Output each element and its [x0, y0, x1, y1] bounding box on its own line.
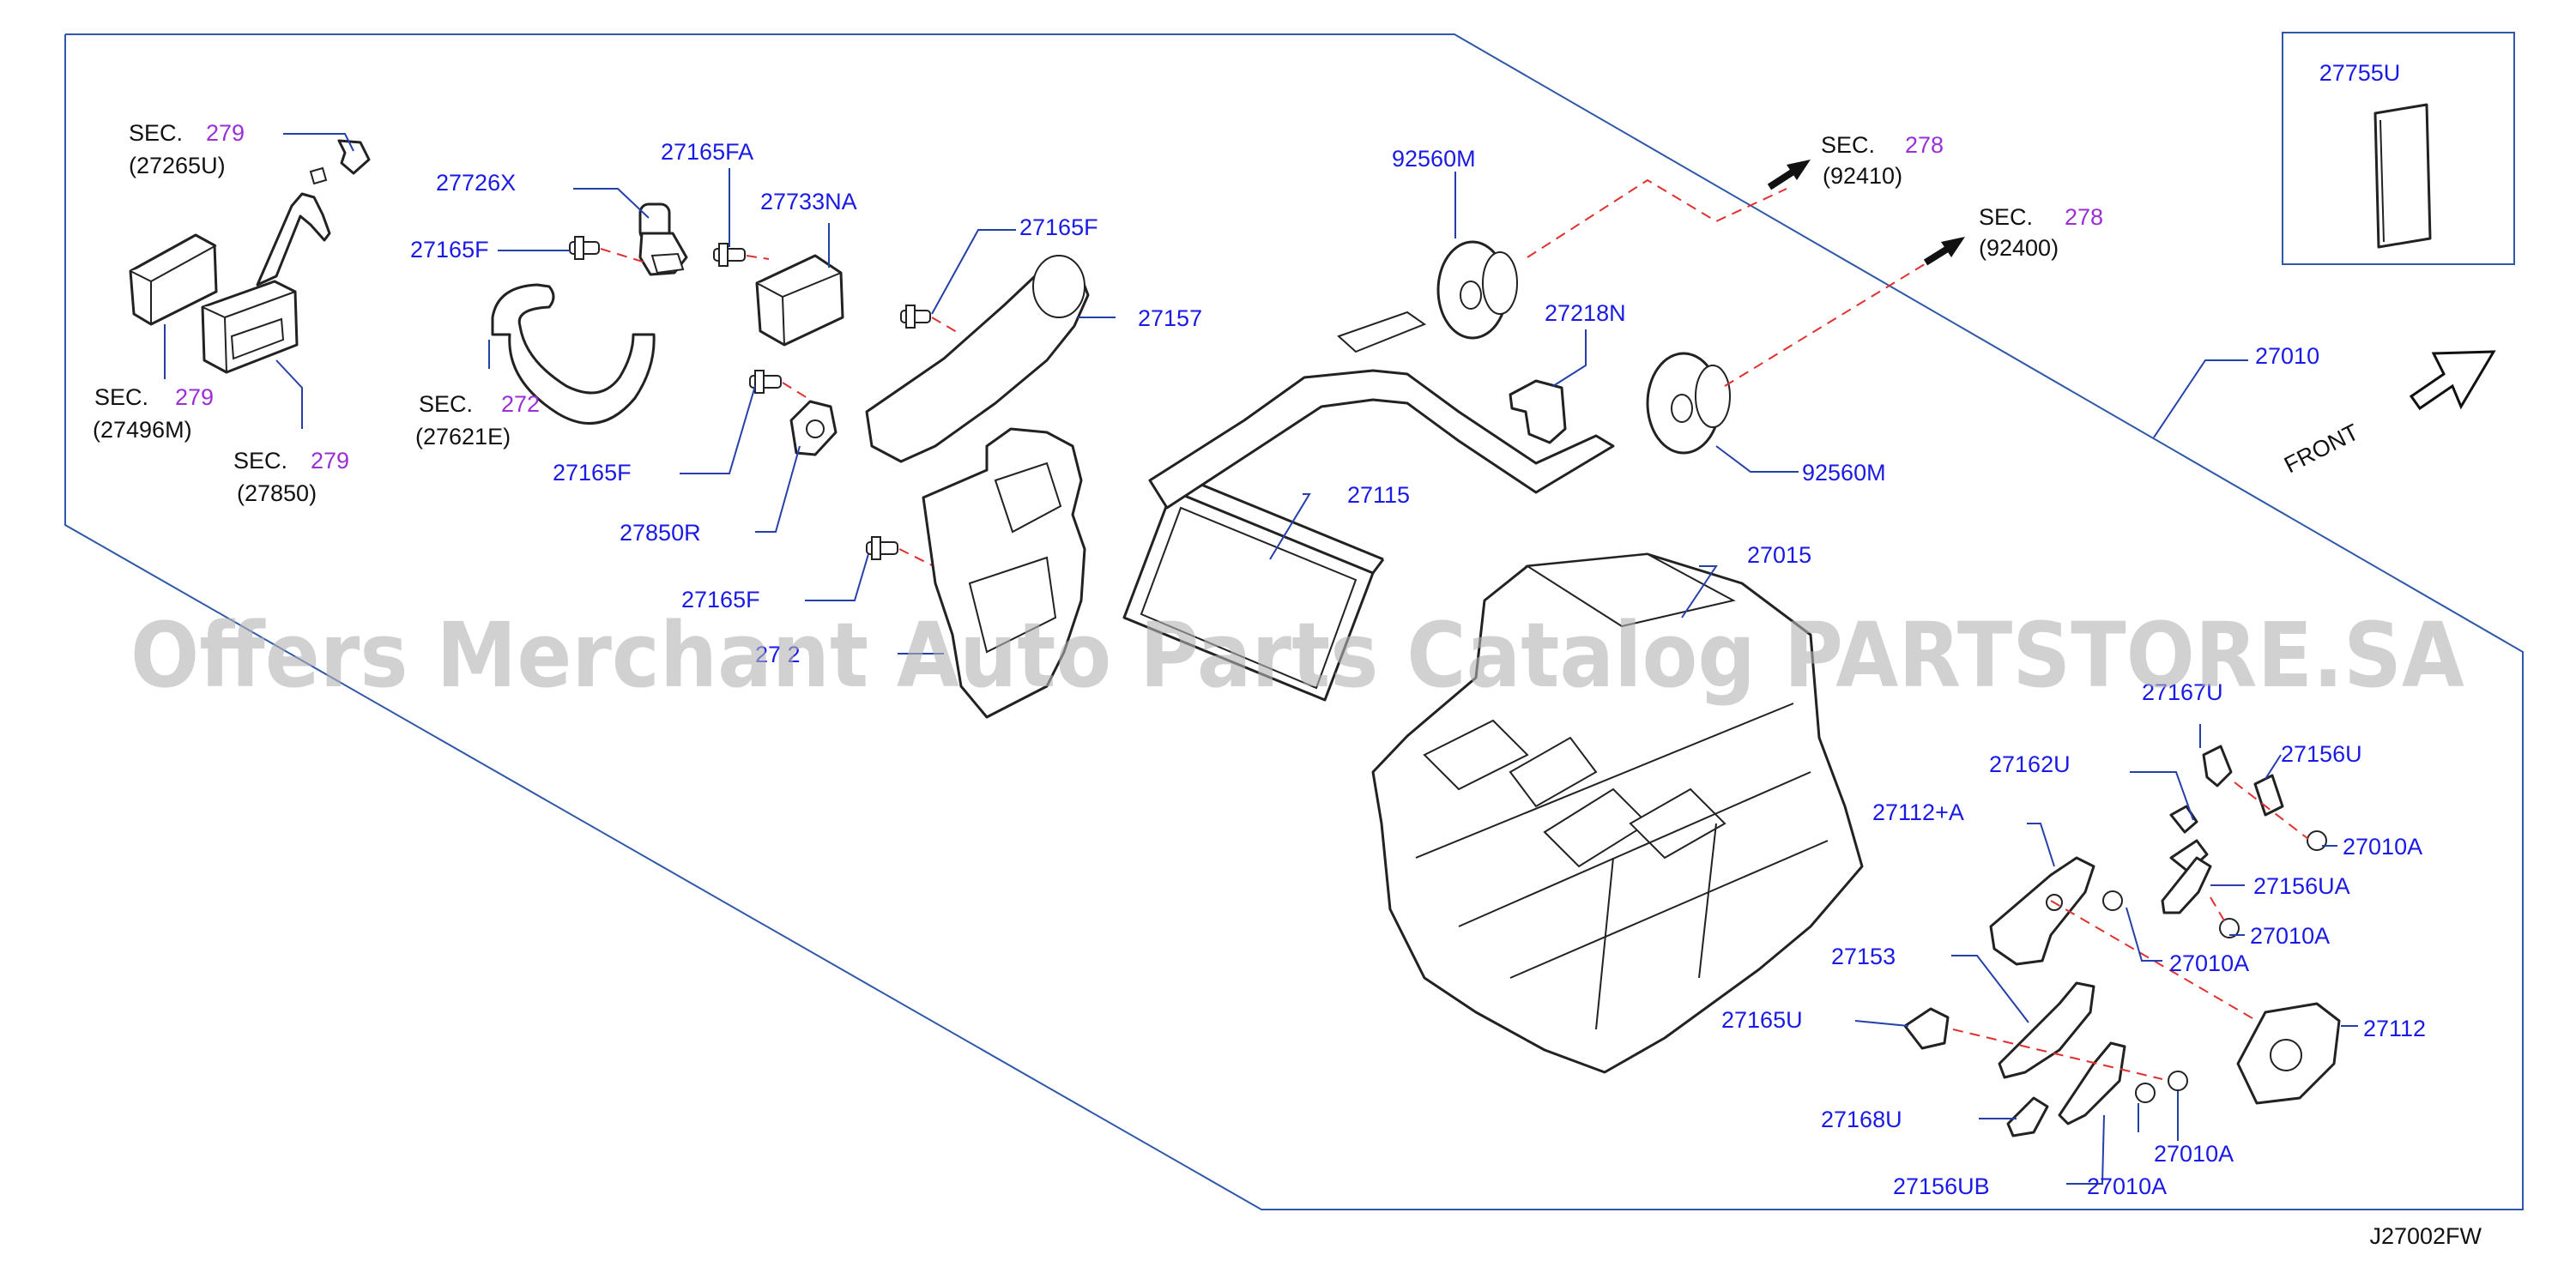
watermark: Offers Merchant Auto Parts Catalog PARTS…: [130, 603, 2464, 708]
callout-92560m-a: 92560M: [1392, 146, 1476, 172]
duct-27157-part: [865, 262, 1090, 463]
svg-text:(92400): (92400): [1979, 235, 2059, 261]
callout-27112: 27112: [2363, 1016, 2426, 1041]
section-ref-279-b: SEC. 279 (27496M): [93, 384, 214, 443]
svg-text:SEC.: SEC.: [129, 120, 183, 146]
callout-27168u: 27168U: [1821, 1107, 1902, 1132]
lever-27168u-part: [2006, 1096, 2049, 1137]
callout-27162u: 27162U: [1989, 751, 2071, 777]
screw-27165f-c-part: [866, 536, 898, 560]
callout-27010a-b: 27010A: [2250, 923, 2330, 949]
cap-27850r-part: [789, 400, 838, 456]
front-arrow-icon: [2409, 350, 2496, 411]
inset-box-27755u: [2282, 32, 2515, 265]
bracket-27265u-part: [256, 139, 371, 287]
svg-text:278: 278: [1905, 132, 1944, 158]
screw-27165fa-part: [713, 243, 746, 267]
svg-text:(27496M): (27496M): [93, 417, 192, 443]
clip-27218n-part: [1509, 379, 1567, 444]
section-ref-279-a: SEC. 279 (27265U): [129, 120, 245, 178]
grommet-92560m-b-part: [1646, 352, 1731, 455]
svg-text:272: 272: [501, 391, 540, 417]
svg-text:SEC.: SEC.: [233, 448, 287, 474]
callout-27726x: 27726X: [436, 170, 516, 196]
svg-text:279: 279: [311, 448, 349, 474]
callout-27165f-d: 27165F: [681, 587, 760, 612]
svg-text:279: 279: [175, 384, 214, 410]
callout-27156u: 27156U: [2281, 741, 2362, 767]
arm-27153-part: [1998, 981, 2095, 1079]
svg-text:SEC.: SEC.: [1979, 204, 2033, 230]
filter-27755u-part: [2373, 103, 2432, 249]
callout-27153: 27153: [1831, 944, 1896, 969]
callout-27010a-a: 27010A: [2343, 834, 2422, 860]
section-ref-278-b: SEC. 278 (92400): [1979, 204, 2103, 261]
arrow-sec278-a-icon: [1767, 160, 1811, 190]
module-27496m-part: [129, 233, 218, 326]
callout-27167u: 27167U: [2142, 679, 2223, 705]
lever-27156ub-part: [2058, 1041, 2126, 1125]
svg-text:SEC.: SEC.: [419, 391, 473, 417]
lever-27156ua-part: [2161, 856, 2212, 914]
callout-27165f-b: 27165F: [1019, 214, 1098, 240]
section-ref-278-a: SEC. 278 (92410): [1821, 132, 1944, 189]
callout-27015: 27015: [1747, 542, 1811, 568]
callout-27165f-c: 27165F: [553, 460, 632, 486]
svg-text:(92410): (92410): [1823, 163, 1902, 189]
callout-27733na: 27733NA: [760, 189, 857, 214]
lever-27167u-part: [2202, 745, 2233, 787]
callout-27156ub: 27156UB: [1893, 1173, 1990, 1199]
module-27850-part: [201, 280, 299, 374]
gear-27112-part: [2236, 1002, 2341, 1105]
svg-text:278: 278: [2065, 204, 2103, 230]
svg-text:SEC.: SEC.: [1821, 132, 1875, 158]
callout-27165fa: 27165FA: [661, 139, 753, 165]
callout-27218n: 27218N: [1545, 300, 1626, 326]
callout-92560m-b: 92560M: [1802, 460, 1886, 486]
arrow-sec278-b-icon: [1923, 237, 1965, 266]
callout-27755u: 27755U: [2319, 60, 2401, 86]
heater-case-27015-part: [1371, 552, 1864, 1074]
heater-pipes-part: [1148, 369, 1615, 510]
screw-27165f-a-part: [569, 236, 600, 260]
svg-text:(27621E): (27621E): [415, 424, 511, 449]
screw-27010a-c-part: [2102, 890, 2123, 911]
callout-27112a: 27112+A: [1872, 799, 1964, 825]
screw-27010a-e-part: [2135, 1083, 2156, 1103]
diagram-code: J27002FW: [2369, 1223, 2482, 1249]
callout-27010a-c: 27010A: [2169, 950, 2249, 976]
callout-27156ua: 27156UA: [2253, 873, 2350, 899]
section-ref-272: SEC. 272 (27621E): [415, 391, 540, 449]
callout-27010a-e: 27010A: [2087, 1173, 2167, 1199]
actuator-27733na-part: [755, 254, 844, 347]
callout-partial: 27 2: [755, 642, 801, 667]
assembly-frame: [64, 33, 2524, 1210]
callout-27165f-a: 27165F: [410, 237, 489, 262]
screw-27165f-d-part: [900, 305, 931, 329]
svg-text:279: 279: [206, 120, 245, 146]
front-label: FRONT: [2280, 419, 2362, 478]
svg-text:(27265U): (27265U): [129, 153, 226, 178]
sensor-27726x-part: [638, 202, 688, 276]
hose-27621e-part: [491, 283, 656, 425]
callout-27850r: 27850R: [620, 520, 701, 546]
screw-27010a-a-part: [2307, 830, 2327, 851]
section-ref-279-c: SEC. 279 (27850): [233, 448, 349, 506]
arm-27112a-part: [1989, 856, 2095, 966]
screw-27010a-d-part: [2168, 1071, 2188, 1091]
callout-27010a-d: 27010A: [2154, 1141, 2234, 1167]
callout-27115: 27115: [1347, 482, 1410, 508]
svg-text:(27850): (27850): [237, 480, 317, 506]
screw-27010a-b-part: [2219, 918, 2240, 938]
heater-core-27115-part: [1122, 475, 1385, 702]
svg-text:SEC.: SEC.: [94, 384, 148, 410]
callout-27157: 27157: [1138, 305, 1202, 331]
screw-27165f-b-part: [749, 370, 782, 394]
lever-27165u-part: [1903, 1007, 1950, 1050]
callout-27165u: 27165U: [1721, 1007, 1803, 1033]
grommet-92560m-a-part: [1436, 240, 1518, 340]
leader-lines: [164, 133, 2358, 1185]
callout-27010: 27010: [2255, 343, 2319, 369]
